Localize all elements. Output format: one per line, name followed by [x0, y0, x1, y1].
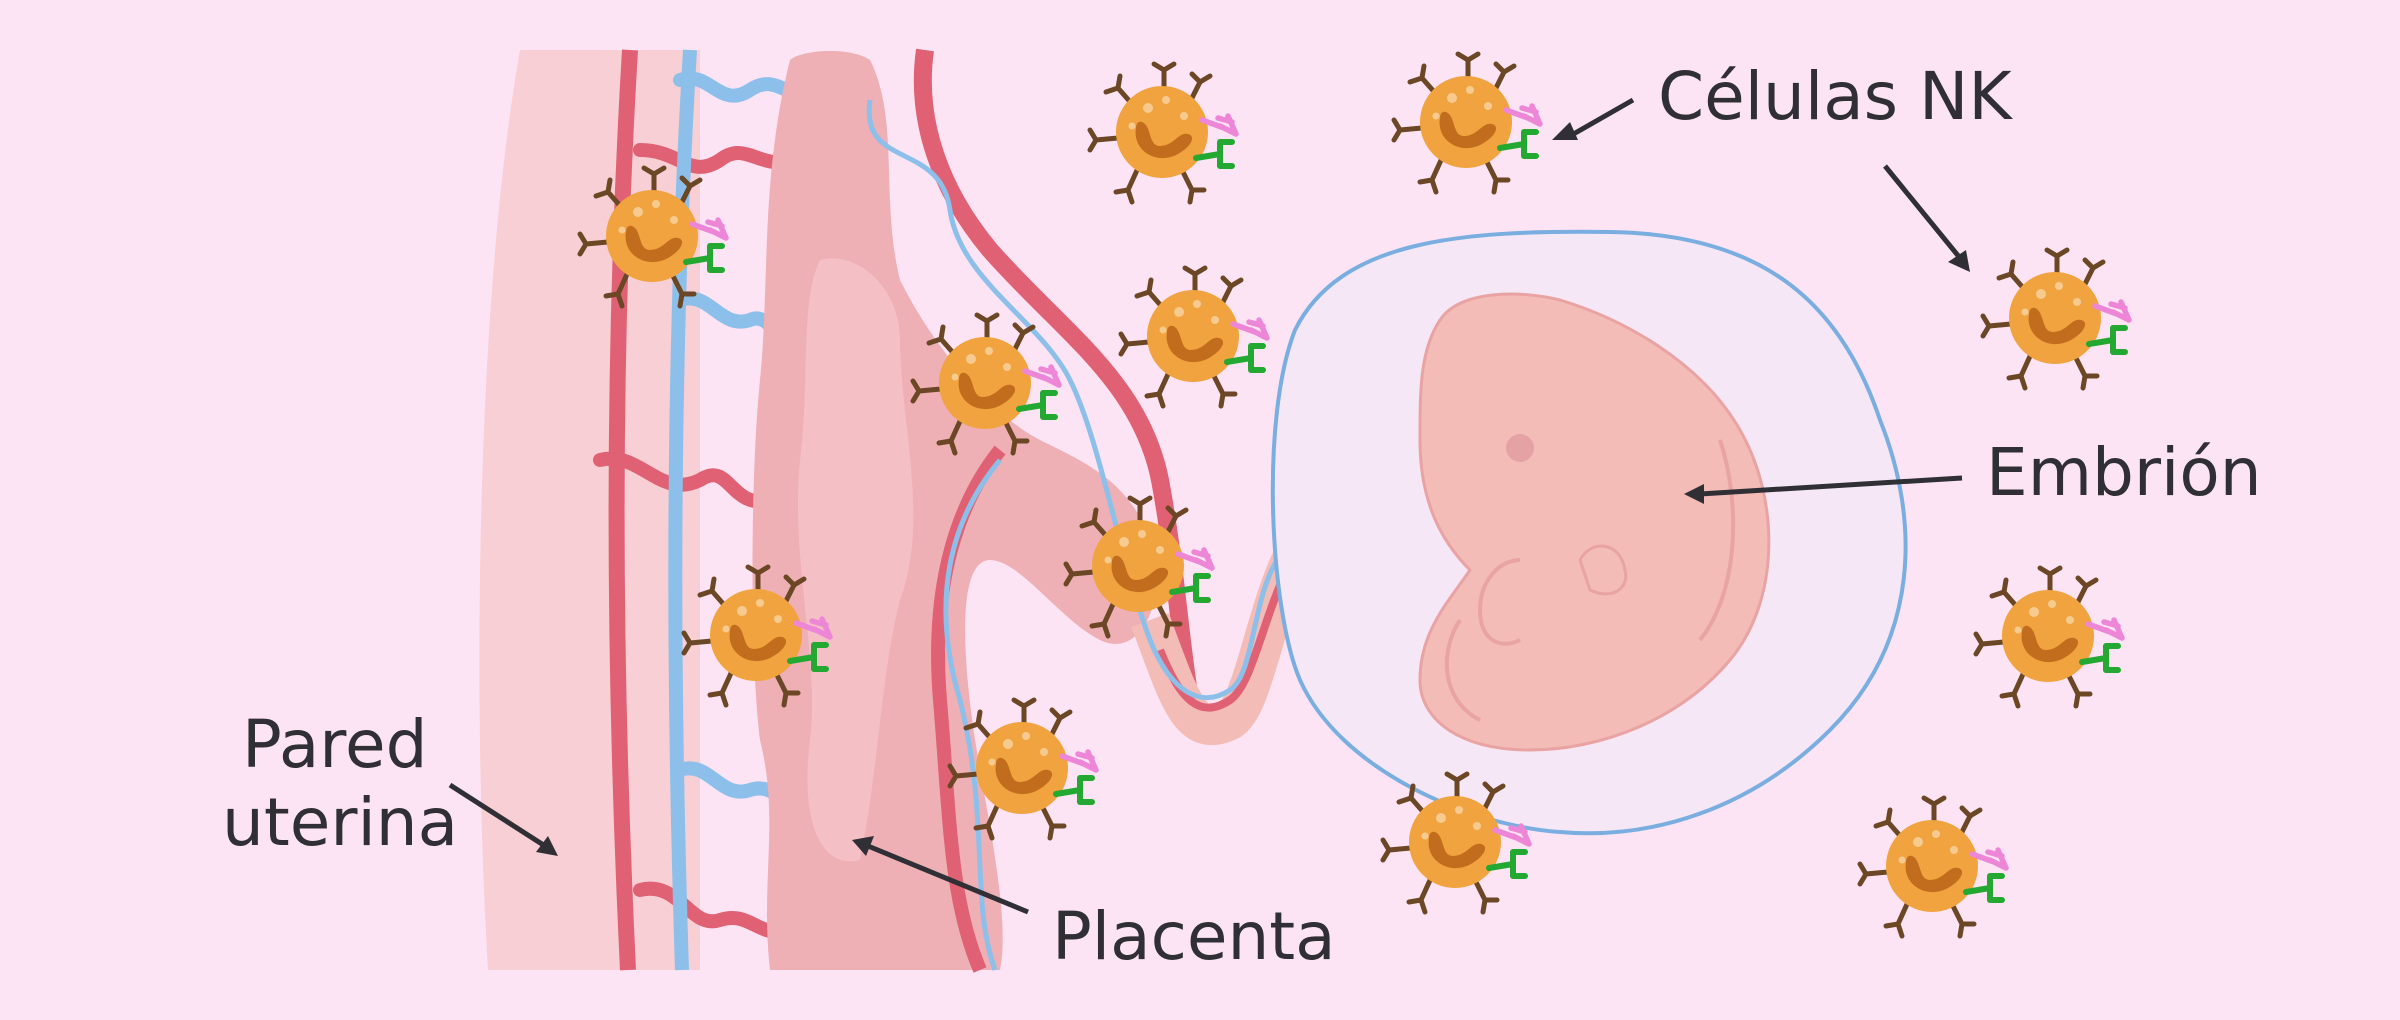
umbilical-artery-loop — [931, 445, 1006, 973]
label-embryo: Embrión — [1986, 434, 2262, 511]
nk-cell — [1983, 250, 2129, 388]
label-uterine-wall-line-2: uterina — [222, 783, 459, 861]
embryo — [1418, 292, 1771, 752]
uterine-artery-left — [608, 49, 638, 971]
nk-cell — [1976, 568, 2122, 706]
arrow-nk-cells-left — [1568, 97, 1635, 139]
nk-cell — [1860, 798, 2006, 936]
label-placenta: Placenta — [1052, 898, 1336, 975]
arrow-uterine-wall — [448, 782, 547, 849]
uterine-vein — [668, 49, 697, 971]
uterine-wall — [479, 50, 700, 970]
nk-cell — [1090, 64, 1236, 202]
label-nk-cells: Células NK — [1658, 58, 2012, 135]
nk-cell — [1121, 268, 1267, 406]
annotation-arrows — [448, 97, 1970, 915]
arrow-embryo — [1699, 475, 1963, 497]
label-uterine-wall-line-1: Pared — [242, 706, 428, 783]
nk-cell — [1394, 54, 1540, 192]
placental-vein-2 — [943, 458, 1002, 971]
placenta-inner — [797, 258, 914, 862]
arrow-placenta — [867, 843, 1029, 915]
label-uterine-wall: Pared uterina — [222, 706, 458, 862]
arrow-nk-cells-right — [1883, 164, 1962, 260]
